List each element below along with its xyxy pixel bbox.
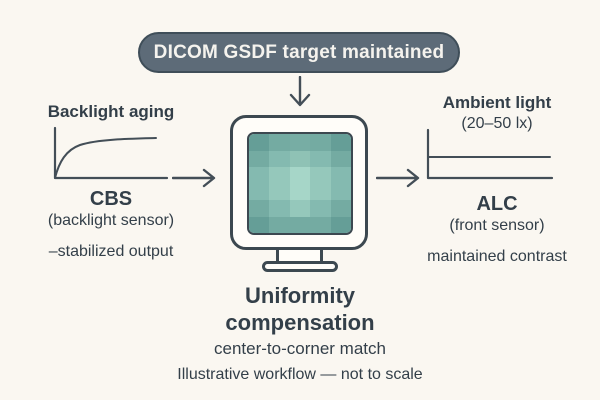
screen-cell (269, 200, 290, 217)
screen-uniformity-grid (247, 132, 353, 235)
arrow-down-icon (289, 76, 311, 107)
banner-label: DICOM GSDF target maintained (153, 41, 445, 63)
screen-cell (289, 200, 311, 217)
screen-cell (310, 134, 331, 151)
monitor-stand-base (262, 261, 338, 272)
screen-cell (289, 216, 311, 233)
screen-cell (310, 216, 331, 233)
dicom-target-banner: DICOM GSDF target maintained (138, 32, 460, 73)
screen-cell (249, 200, 270, 217)
screen-cell (330, 183, 351, 200)
workflow-footnote: Illustrative workflow — not to scale (177, 366, 423, 383)
alc-node-title: ALC (476, 193, 518, 215)
screen-cell (330, 200, 351, 217)
screen-cell (249, 150, 270, 167)
screen-cell (330, 134, 351, 151)
screen-cell (289, 183, 311, 200)
screen-cell (269, 216, 290, 233)
screen-cell (289, 167, 311, 184)
screen-cell (330, 216, 351, 233)
screen-cell (330, 150, 351, 167)
screen-cell (269, 150, 290, 167)
screen-cell (330, 167, 351, 184)
arrow-right-icon (172, 168, 216, 188)
screen-cell (289, 150, 311, 167)
uniformity-title-line1: Uniformity (245, 283, 355, 308)
screen-cell (249, 216, 270, 233)
arrow-right-icon (376, 168, 420, 188)
screen-cell (269, 183, 290, 200)
cbs-node-title: CBS (89, 188, 133, 210)
ambient-light-graph (426, 128, 554, 180)
screen-cell (269, 134, 290, 151)
screen-cell (310, 183, 331, 200)
screen-cell (269, 167, 290, 184)
cbs-node-subtitle: (backlight sensor) (47, 212, 175, 229)
screen-cell (310, 150, 331, 167)
alc-node-subtitle: (front sensor) (449, 217, 545, 234)
ambient-light-title: Ambient light (442, 93, 552, 112)
backlight-aging-title: Backlight aging (47, 102, 175, 121)
uniformity-title-line2: compensation (225, 310, 375, 335)
screen-cell (249, 183, 270, 200)
uniformity-title: Uniformity compensation (170, 282, 430, 336)
screen-cell (310, 200, 331, 217)
screen-cell (289, 134, 311, 151)
screen-cell (249, 134, 270, 151)
alc-node-note: maintained contrast (427, 248, 567, 265)
screen-cell (310, 167, 331, 184)
backlight-aging-graph (53, 126, 169, 180)
screen-cell (249, 167, 270, 184)
cbs-node-note: –stabilized output (48, 243, 174, 260)
uniformity-subtitle: center-to-corner match (214, 339, 386, 358)
ambient-light-range: (20–50 lx) (461, 115, 533, 132)
